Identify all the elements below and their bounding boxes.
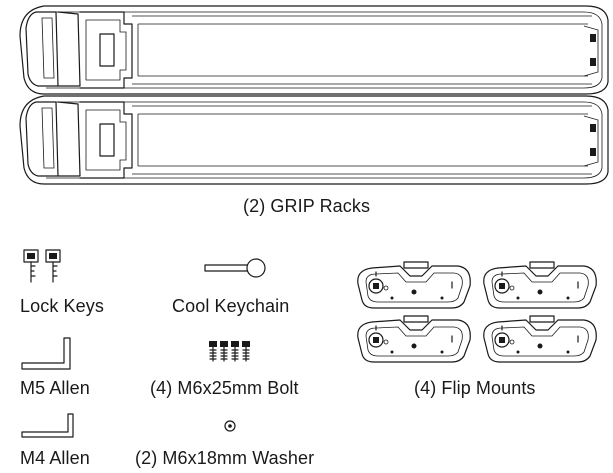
keychain-label: Cool Keychain <box>172 296 290 316</box>
flip-mount-icon-1 <box>357 261 471 309</box>
m5-allen-label: M5 Allen <box>20 378 90 398</box>
m4-allen-label: M4 Allen <box>20 448 90 468</box>
bolt-icon <box>209 341 250 362</box>
rack-icon-1 <box>19 5 609 95</box>
flip-mounts-label: (4) Flip Mounts <box>414 378 536 398</box>
lock-key-icon <box>23 249 61 283</box>
flip-mount-icon-4 <box>483 315 597 363</box>
flip-mount-icon-3 <box>357 315 471 363</box>
washers-label: (2) M6x18mm Washer <box>135 448 315 468</box>
rack-icon-2 <box>19 95 609 185</box>
bolts-label: (4) M6x25mm Bolt <box>150 378 299 398</box>
lock-keys-label: Lock Keys <box>20 296 104 316</box>
keychain-icon <box>204 258 266 278</box>
allen-wrench-icon-m4 <box>21 413 74 438</box>
allen-wrench-icon-m5 <box>21 337 71 370</box>
racks-label: (2) GRIP Racks <box>243 196 371 216</box>
flip-mount-icon-2 <box>483 261 597 309</box>
washer-icon <box>224 420 236 432</box>
